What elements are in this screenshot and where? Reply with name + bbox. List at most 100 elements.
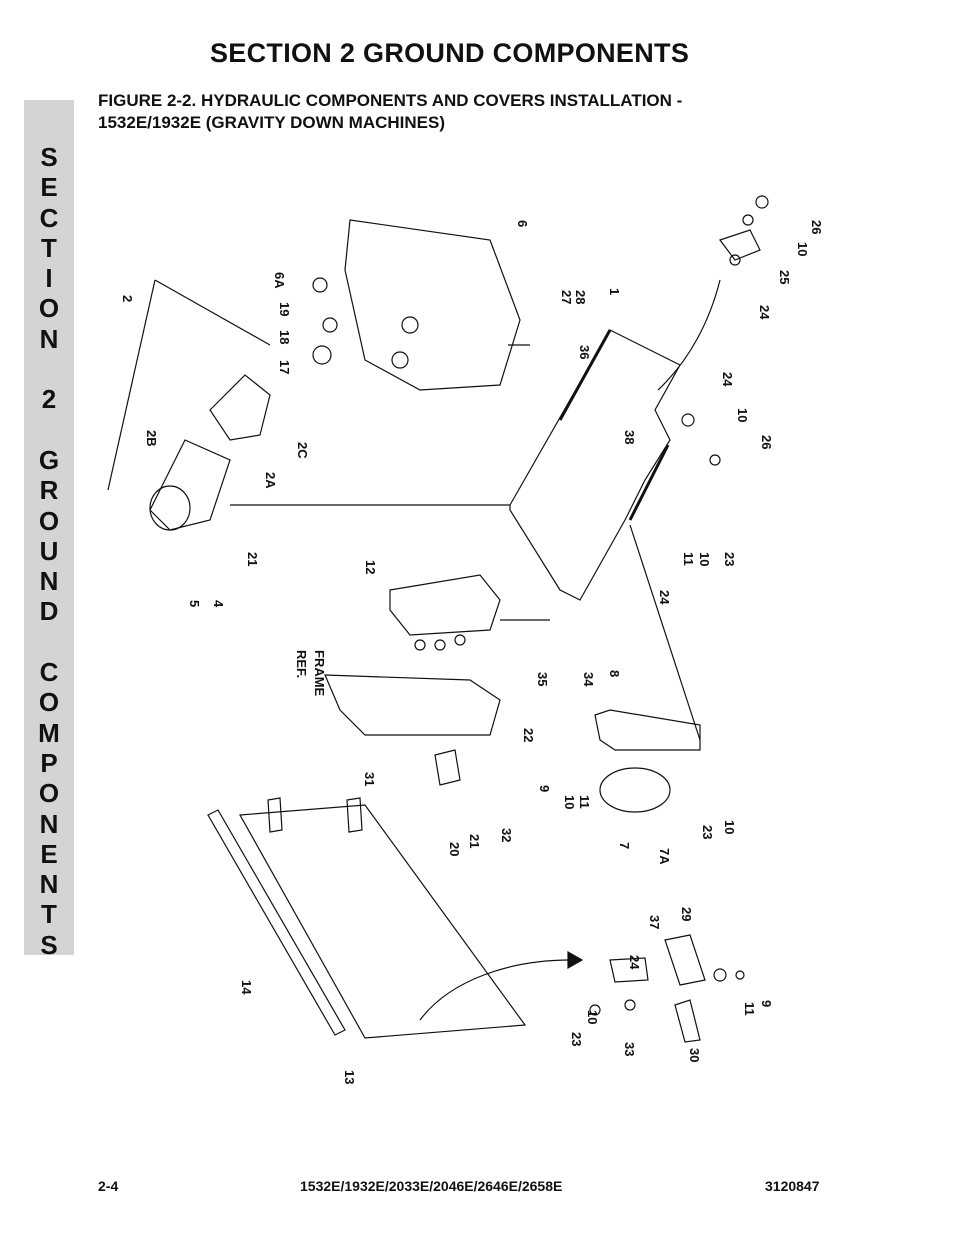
knob-30 [674, 999, 701, 1043]
bracket-32 [434, 749, 461, 786]
callout-label: 27 [559, 290, 574, 304]
callout-label: 7 [617, 842, 632, 849]
model-list: 1532E/1932E/2033E/2046E/2646E/2658E [300, 1178, 563, 1194]
callout-label: 30 [687, 1048, 702, 1062]
callout-label: 33 [622, 1042, 637, 1056]
callout-label: 11 [577, 795, 592, 809]
callout-label: 11 [681, 552, 696, 566]
side-tab-letter: E [40, 172, 58, 203]
side-tab-letter: O [38, 778, 60, 809]
callout-label: 5 [187, 600, 202, 607]
figure-title: FIGURE 2-2. HYDRAULIC COMPONENTS AND COV… [98, 90, 682, 134]
callout-label: 26 [809, 220, 824, 234]
callout-label: 1 [607, 288, 622, 295]
side-tab-letter: O [38, 505, 60, 536]
side-tab-letter: S [40, 929, 58, 960]
callout-label: 10 [562, 795, 577, 809]
hydraulic-tank [344, 219, 521, 391]
callout-label: 9 [537, 785, 552, 792]
section-title: SECTION 2 GROUND COMPONENTS [210, 38, 690, 68]
side-tab-letter [24, 627, 74, 657]
cover-13 [239, 804, 527, 1039]
callout-label: 10 [795, 242, 810, 256]
callout-label: 26 [759, 435, 774, 449]
arrow-curve [657, 279, 721, 391]
callout-label: 10 [735, 408, 750, 422]
callout-label: 23 [722, 552, 737, 566]
figure-title-line-1: FIGURE 2-2. HYDRAULIC COMPONENTS AND COV… [98, 91, 683, 110]
side-tab-letter: T [41, 232, 57, 263]
callout-label: 18 [277, 330, 292, 344]
callout-label: 28 [573, 290, 588, 304]
side-tab-letter: T [41, 899, 57, 930]
callout-label: 6A [272, 272, 287, 289]
callout-label: 25 [777, 270, 792, 284]
bracket-8 [594, 709, 701, 751]
callout-label: 7A [657, 848, 672, 865]
callout-label: 10 [585, 1010, 600, 1024]
callout-label: 32 [499, 828, 514, 842]
callout-label: 21 [245, 552, 260, 566]
callout-label: 21 [467, 834, 482, 848]
callout-label: 4 [211, 600, 226, 608]
callout-label: 10 [722, 820, 737, 834]
side-tab-letter: O [38, 293, 60, 324]
callout-label: 38 [622, 430, 637, 444]
side-tab-letter: R [39, 475, 59, 506]
side-tab-letter: U [39, 535, 59, 566]
side-tab-letter: 2 [41, 384, 57, 415]
callout-label: 6 [515, 220, 530, 227]
side-tab-letter: O [38, 687, 60, 718]
breather-cap [312, 277, 328, 293]
line-art [107, 195, 769, 1043]
callout-label: 2B [144, 430, 159, 447]
callout-label: 36 [577, 345, 592, 359]
pump-2c [209, 374, 271, 441]
figure-title-line-2: 1532E/1932E (GRAVITY DOWN MACHINES) [98, 113, 446, 132]
hinge-29 [664, 934, 706, 986]
side-tab-letter: P [40, 747, 58, 778]
callout-label: 24 [757, 305, 772, 320]
callout-label: 23 [700, 825, 715, 839]
callout-label: 8 [607, 670, 622, 677]
side-tab-letter: M [38, 717, 60, 748]
side-tab-letter: I [45, 263, 53, 294]
side-tab-letter: N [39, 566, 59, 597]
callout-label: 17 [277, 360, 292, 374]
callout-label: 24 [627, 955, 642, 970]
side-tab-letter: E [40, 838, 58, 869]
motor-2b [149, 439, 231, 531]
side-tab-letter: G [38, 444, 60, 475]
callout-label: 24 [720, 372, 735, 387]
side-tab-letter: N [39, 808, 59, 839]
callout-label: 31 [362, 772, 377, 786]
callout-label: 10 [697, 552, 712, 566]
side-tab-letter: S [40, 142, 58, 172]
callout-label: 14 [239, 980, 254, 995]
page-number: 2-4 [98, 1178, 119, 1194]
side-tab-letter: D [39, 596, 59, 627]
callout-label: 23 [569, 1032, 584, 1046]
fitting-17 [312, 345, 332, 365]
side-tab-letter [24, 415, 74, 445]
callout-label: 22 [521, 728, 536, 742]
callout-label: 19 [277, 302, 292, 316]
side-tab-letter: C [39, 657, 59, 688]
callout-label: 11 [742, 1002, 757, 1016]
callout-label: 12 [363, 560, 378, 574]
callout-label: 37 [647, 915, 662, 929]
callout-label: FRAME [312, 650, 327, 697]
callout-label: 34 [581, 672, 596, 687]
callout-label: 20 [447, 842, 462, 856]
side-tab-letter: C [39, 202, 59, 233]
side-tab-letter: N [39, 323, 59, 354]
callout-label: 2 [120, 295, 135, 302]
document-number: 3120847 [765, 1178, 820, 1194]
valve-block [389, 574, 501, 636]
callout-label: 24 [657, 590, 672, 605]
bracket-25 [719, 229, 761, 261]
